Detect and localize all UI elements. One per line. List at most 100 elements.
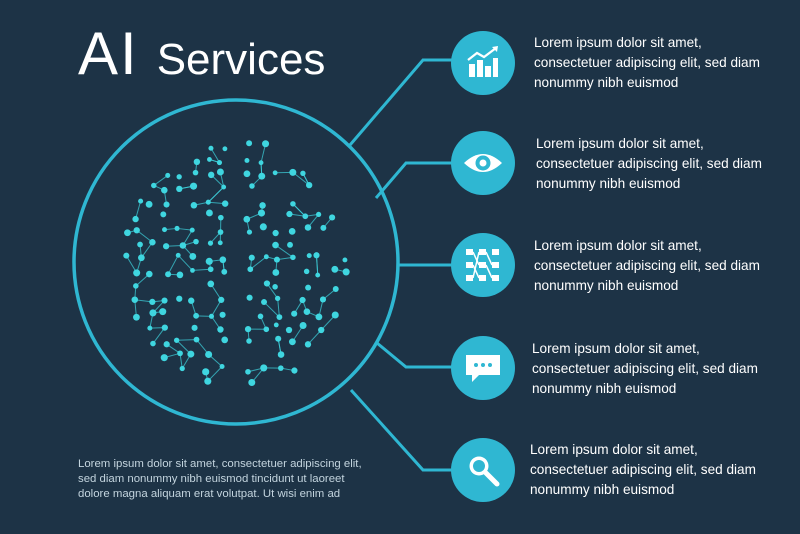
brain-node <box>133 269 141 277</box>
brain-node <box>162 243 170 250</box>
brain-link <box>136 229 153 243</box>
brain-node <box>247 266 254 273</box>
service-icon-4 <box>451 336 515 400</box>
brain-node <box>319 296 327 303</box>
service-icon-3 <box>451 233 515 297</box>
brain-node <box>221 184 227 190</box>
brain-node <box>207 280 215 288</box>
brain-node <box>189 252 197 260</box>
brain-node <box>217 326 224 333</box>
brain-node <box>259 202 266 209</box>
brain-node <box>243 215 251 223</box>
brain-node <box>207 157 212 162</box>
service-icon-1 <box>451 31 515 95</box>
brain-node <box>150 340 156 347</box>
brain-node <box>206 209 213 217</box>
brain-node <box>257 209 266 217</box>
brain-node <box>291 310 298 317</box>
brain-network-graphic <box>123 140 350 386</box>
brain-node <box>258 160 264 166</box>
brain-node <box>138 198 144 204</box>
brain-node <box>133 283 139 289</box>
brain-node <box>188 297 195 304</box>
brain-node <box>274 295 281 301</box>
connector-line-2 <box>374 161 455 199</box>
brain-link <box>152 327 166 344</box>
title-services: Services <box>156 35 326 84</box>
brain-node <box>315 272 321 278</box>
chat-bubble-icon <box>466 355 500 382</box>
brain-node <box>174 225 180 231</box>
brain-node <box>245 368 251 375</box>
brain-node <box>161 186 168 194</box>
brain-link <box>177 254 193 271</box>
brain-node <box>219 364 225 370</box>
chart-growth-icon <box>467 46 498 77</box>
brain-node <box>258 172 266 180</box>
brain-node <box>177 350 183 357</box>
brain-node <box>173 337 180 343</box>
brain-node <box>205 257 213 265</box>
brain-node <box>286 210 293 218</box>
brain-link <box>292 203 306 217</box>
brain-node <box>285 326 293 334</box>
footer-description: Lorem ipsum dolor sit amet, consectetuer… <box>78 458 362 500</box>
brain-node <box>193 238 199 245</box>
brain-node <box>331 265 339 273</box>
brain-node <box>163 201 170 208</box>
network-grid-icon <box>466 249 499 281</box>
brain-link <box>277 298 280 318</box>
brain-node <box>124 229 131 237</box>
brain-node <box>191 324 198 331</box>
service-text-4: Lorem ipsum dolor sit amet, consectetuer… <box>532 341 758 396</box>
brain-node <box>160 211 167 218</box>
brain-node <box>259 223 267 231</box>
connector-line-5 <box>349 388 455 472</box>
brain-node <box>331 311 339 319</box>
brain-node <box>217 229 224 235</box>
brain-node <box>219 256 227 264</box>
brain-node <box>263 326 270 333</box>
brain-node <box>275 335 282 342</box>
brain-node <box>288 338 296 346</box>
brain-node <box>272 269 280 276</box>
brain-node <box>146 270 153 278</box>
brain-node <box>149 309 157 317</box>
brain-node <box>244 157 250 163</box>
brain-node <box>291 367 298 374</box>
brain-node <box>305 284 312 291</box>
brain-node <box>137 241 143 248</box>
service-text-3: Lorem ipsum dolor sit amet, consectetuer… <box>534 238 760 293</box>
brain-link <box>207 186 225 203</box>
brain-node <box>303 268 310 275</box>
brain-node <box>332 286 339 292</box>
brain-node <box>246 338 252 344</box>
brain-node <box>246 294 253 301</box>
service-text-2: Lorem ipsum dolor sit amet, consectetuer… <box>536 136 762 191</box>
brain-node <box>272 229 279 237</box>
brain-node <box>187 350 195 358</box>
brain-node <box>133 227 140 234</box>
brain-node <box>249 183 255 189</box>
brain-node <box>302 213 309 220</box>
brain-node <box>315 313 323 321</box>
brain-node <box>193 312 200 319</box>
brain-link <box>316 255 319 276</box>
brain-node <box>161 297 168 304</box>
page-title: AI Services <box>78 24 325 84</box>
brain-node <box>160 354 168 362</box>
brain-node <box>290 201 296 207</box>
brain-link <box>263 301 280 318</box>
brain-node <box>205 350 213 359</box>
brain-node <box>133 313 140 321</box>
connector-line-4 <box>376 341 455 369</box>
brain-node <box>289 168 297 176</box>
brain-node <box>176 185 183 193</box>
brain-node <box>320 224 327 231</box>
brain-link <box>153 175 169 186</box>
brain-link <box>210 148 220 163</box>
brain-node <box>342 268 350 276</box>
brain-link <box>249 256 267 270</box>
brain-node <box>165 172 171 178</box>
brain-node <box>288 228 296 235</box>
